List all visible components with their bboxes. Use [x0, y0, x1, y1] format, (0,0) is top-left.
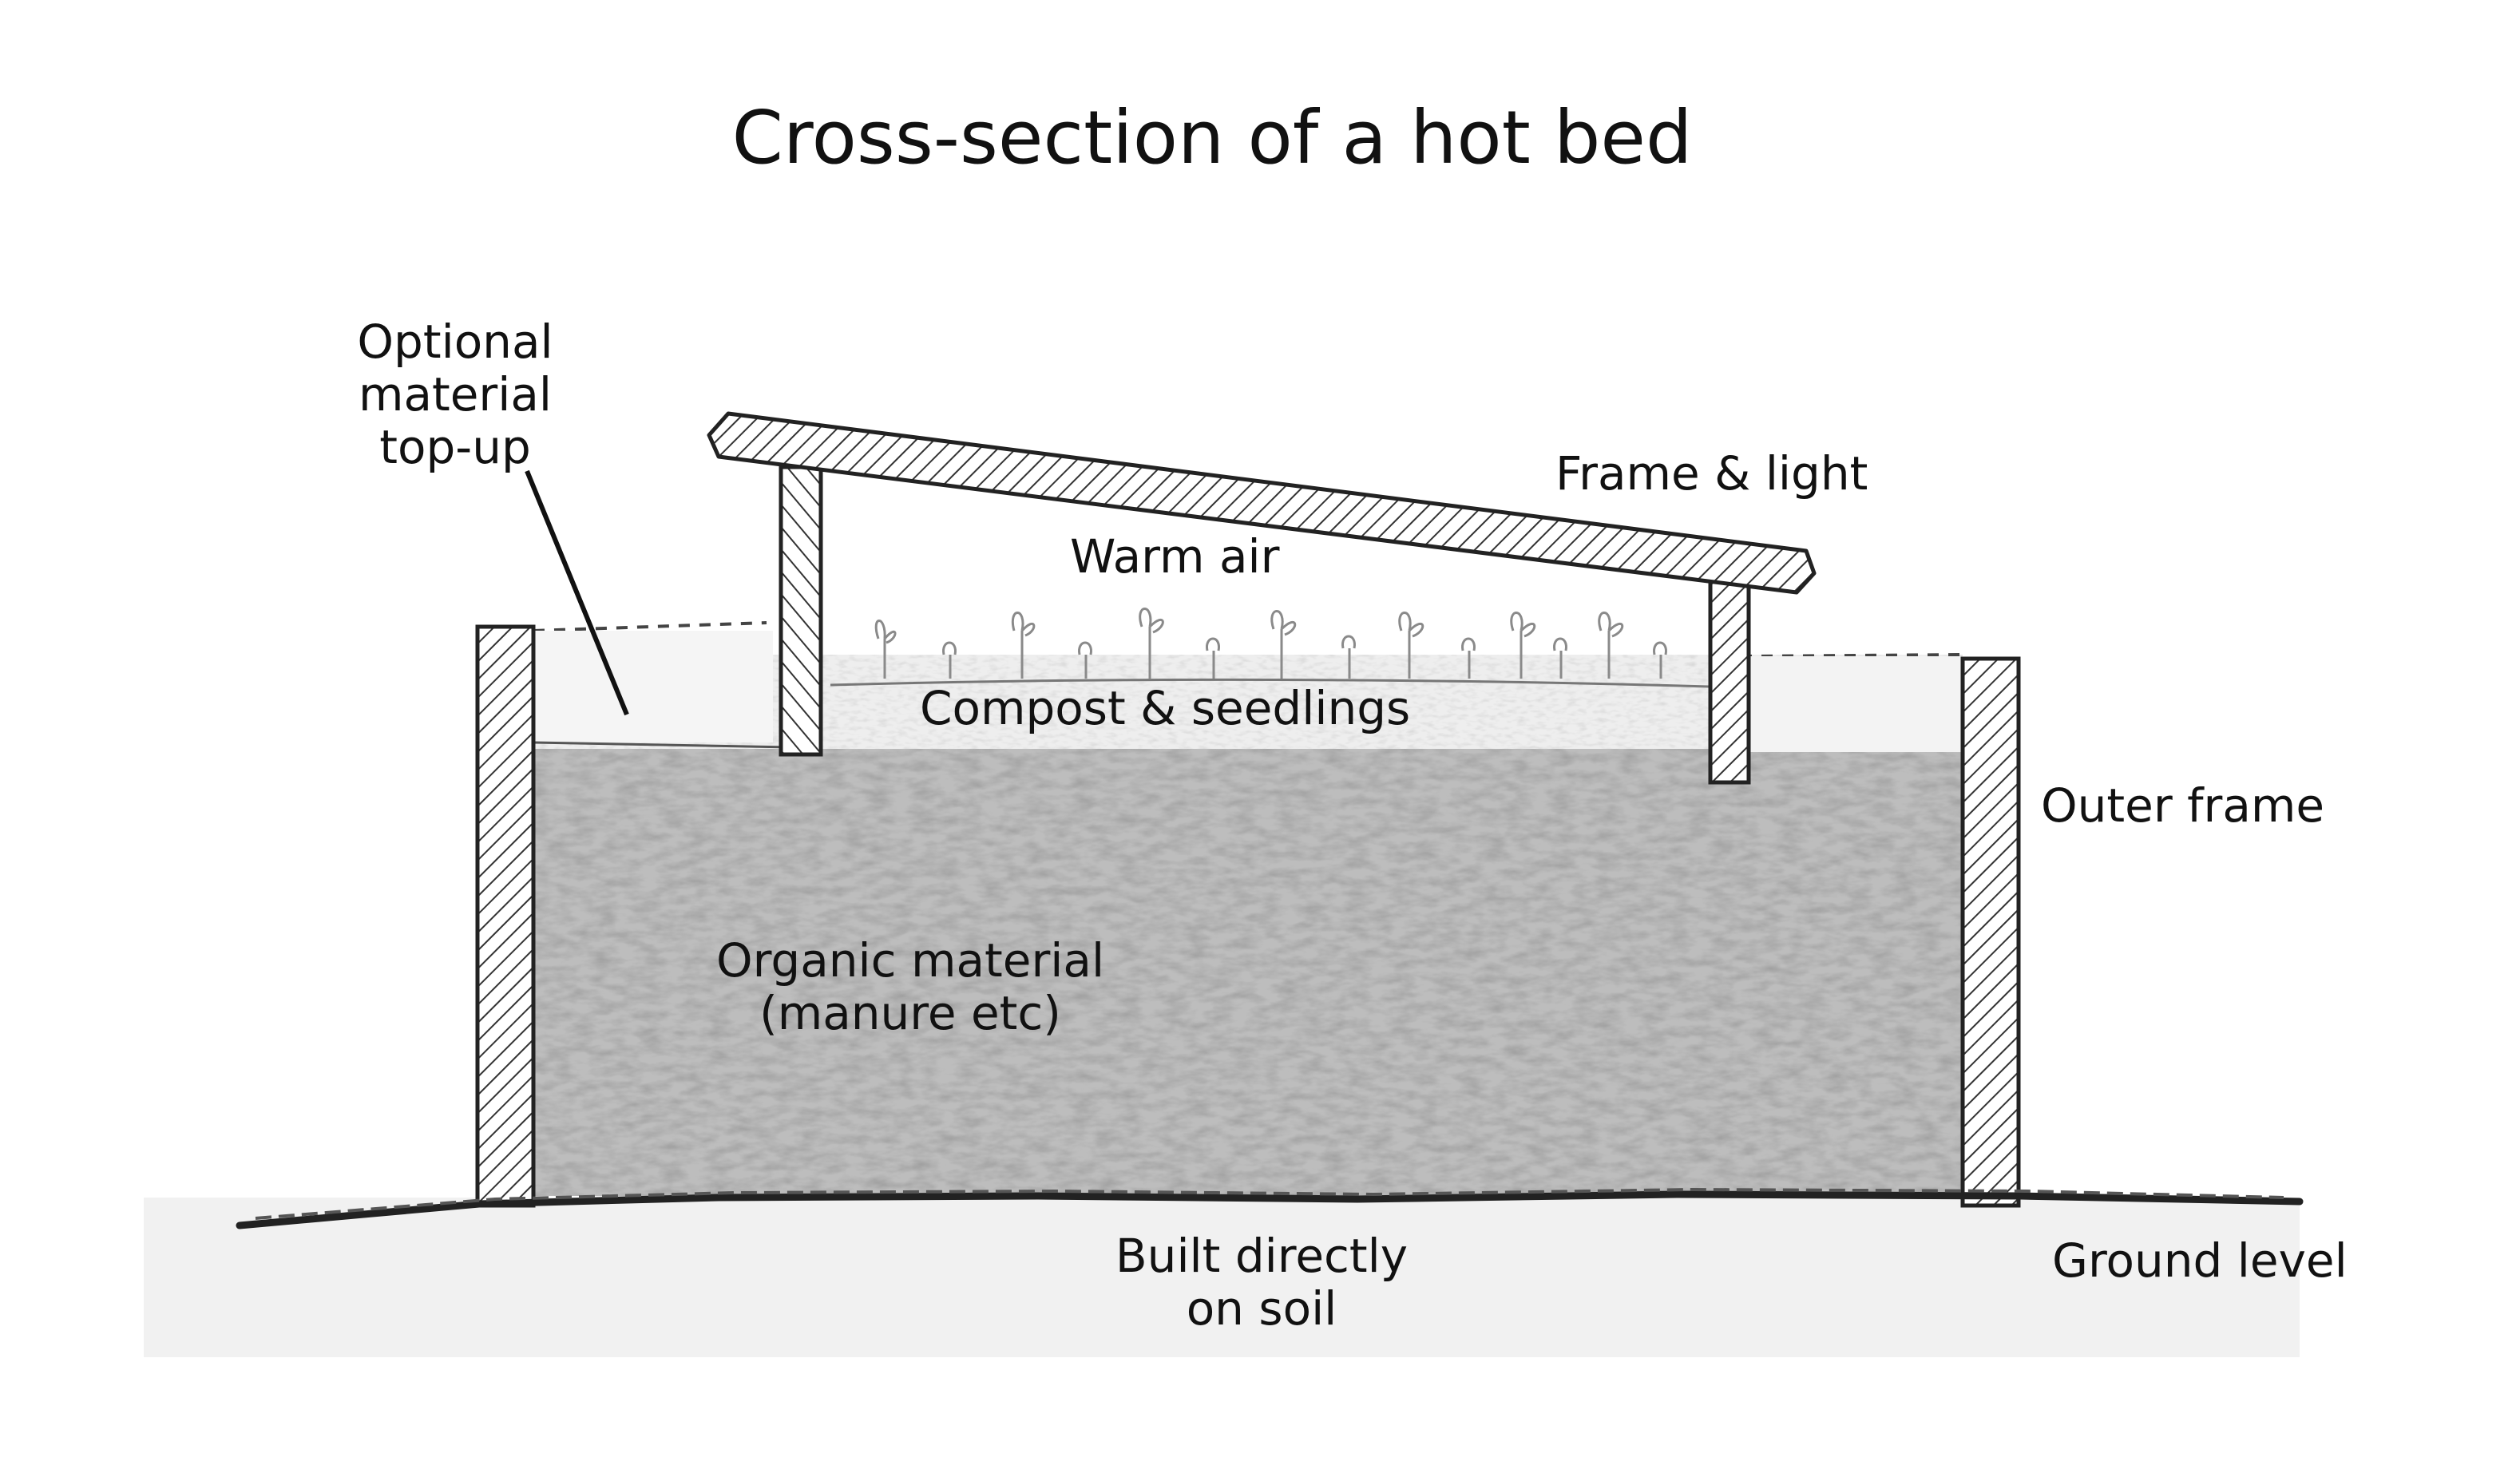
organic-material-grain	[533, 749, 1963, 1196]
compost-surface-line	[830, 678, 1710, 688]
ground-line-texture	[255, 1187, 2284, 1220]
topup-leader-line	[525, 469, 629, 716]
topup-left-dash	[533, 621, 767, 632]
topup-right-dash	[1740, 653, 1963, 658]
label-organic-material: Organic material (manure etc)	[715, 933, 1105, 1040]
ground-shading	[144, 1198, 2300, 1357]
label-ground-level: Ground level	[2052, 1233, 2348, 1288]
label-frame-light: Frame & light	[1555, 446, 1868, 501]
seedlings	[874, 608, 1667, 679]
topup-right-fill	[1741, 656, 1963, 752]
diagram-title: Cross-section of a hot bed	[731, 95, 1693, 180]
organic-top-line-left	[533, 741, 791, 749]
label-built-on-soil: Built directly on soil	[1115, 1229, 1409, 1336]
label-compost-seedlings: Compost & seedlings	[920, 681, 1411, 735]
label-outer-frame: Outer frame	[2041, 778, 2325, 833]
inner-frame-post-right	[1708, 571, 1751, 785]
outer-frame-left	[475, 624, 536, 1208]
label-warm-air: Warm air	[1070, 529, 1280, 584]
outer-frame-right	[1960, 656, 2021, 1208]
topup-left-fill	[533, 631, 773, 742]
label-optional-topup: Optional material top-up	[357, 315, 553, 474]
light-lid	[707, 411, 1817, 595]
inner-frame-post-left	[779, 465, 823, 757]
ground-line	[236, 1190, 2304, 1229]
